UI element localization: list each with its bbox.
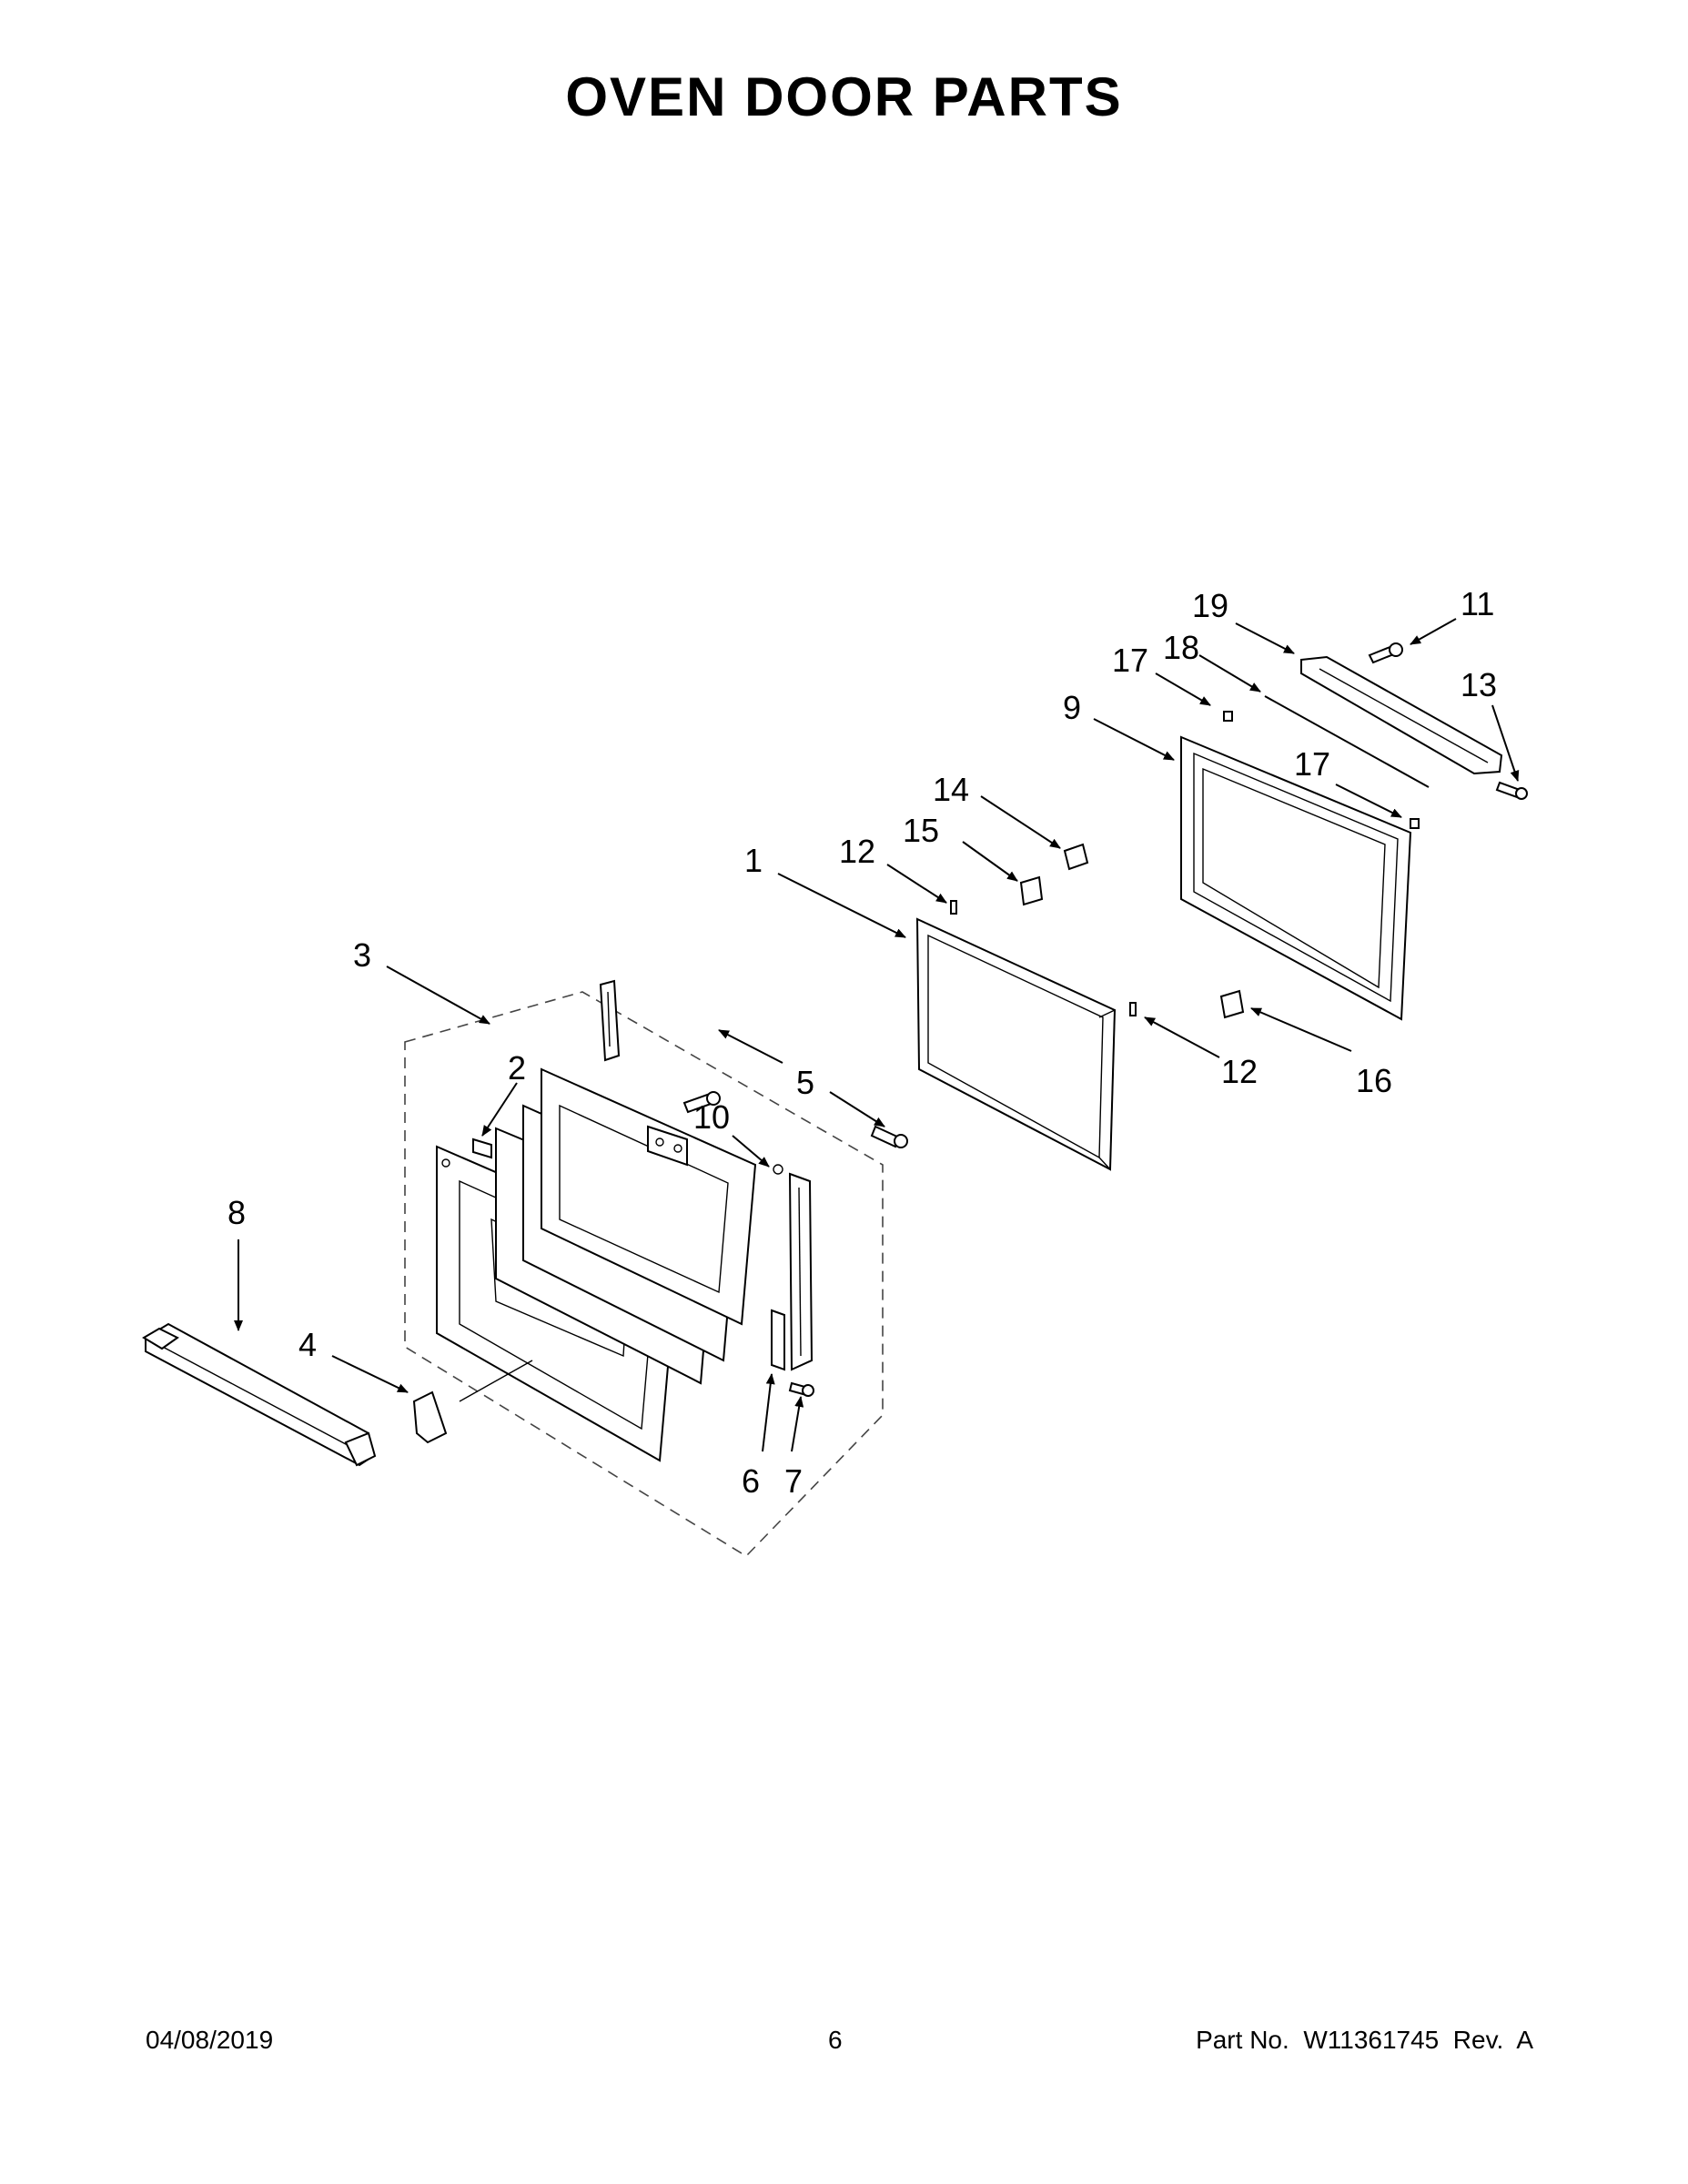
pad-12-upper <box>950 900 957 915</box>
inner-glass-panels <box>495 1067 757 1385</box>
callout-14: 14 <box>933 771 969 808</box>
door-liner-frame <box>915 917 1117 1171</box>
callout-6: 6 <box>742 1462 760 1500</box>
screw-11 <box>1368 642 1403 664</box>
bracket-14 <box>1063 843 1089 871</box>
callout-12-lower: 12 <box>1221 1053 1258 1090</box>
hinge-bracket <box>647 1125 688 1167</box>
door-assembly-outline <box>404 991 884 1558</box>
callout-8: 8 <box>227 1194 246 1231</box>
block-15 <box>1019 875 1044 906</box>
callout-17-lower: 17 <box>1294 745 1330 783</box>
pad-17-upper <box>1223 711 1233 722</box>
pad-12-lower <box>1129 1002 1137 1016</box>
outer-door-frame <box>1180 735 1412 1021</box>
vent-trim <box>1300 655 1503 775</box>
hinge-channel-right <box>771 1164 814 1371</box>
handle-mount <box>412 1390 448 1444</box>
callout-17-upper: 17 <box>1112 642 1148 679</box>
callout-2: 2 <box>508 1049 526 1087</box>
callout-7: 7 <box>784 1462 803 1500</box>
callout-9: 9 <box>1063 689 1081 726</box>
screw-5-upper <box>682 1091 721 1114</box>
callout-1: 1 <box>744 842 763 879</box>
callout-3: 3 <box>353 936 371 974</box>
screw-13 <box>1495 781 1528 800</box>
door-handle <box>142 1322 377 1467</box>
pad-17-lower <box>1410 818 1420 829</box>
leader-arrows <box>234 618 1520 1452</box>
callout-16: 16 <box>1356 1062 1392 1099</box>
callout-10: 10 <box>693 1098 730 1136</box>
callout-13: 13 <box>1461 666 1497 703</box>
callout-15: 15 <box>903 812 939 849</box>
callout-19: 19 <box>1192 587 1228 624</box>
hinge-channel-left <box>599 979 621 1062</box>
clip-2 <box>472 1138 492 1159</box>
callout-4: 4 <box>298 1326 317 1363</box>
seal-strip <box>1264 695 1430 788</box>
footer-part-number: Part No. W11361745 Rev. A <box>1196 2026 1533 2054</box>
screw-5-lower <box>870 1125 908 1148</box>
block-16 <box>1219 989 1245 1019</box>
screw-7 <box>788 1381 814 1397</box>
footer-page-number: 6 <box>828 2026 843 2054</box>
callout-11: 11 <box>1461 585 1494 622</box>
callout-5: 5 <box>796 1064 814 1101</box>
callout-12-upper: 12 <box>839 833 875 870</box>
footer-date: 04/08/2019 <box>146 2026 274 2054</box>
callout-18: 18 <box>1163 629 1199 666</box>
page-title: OVEN DOOR PARTS <box>565 66 1123 127</box>
